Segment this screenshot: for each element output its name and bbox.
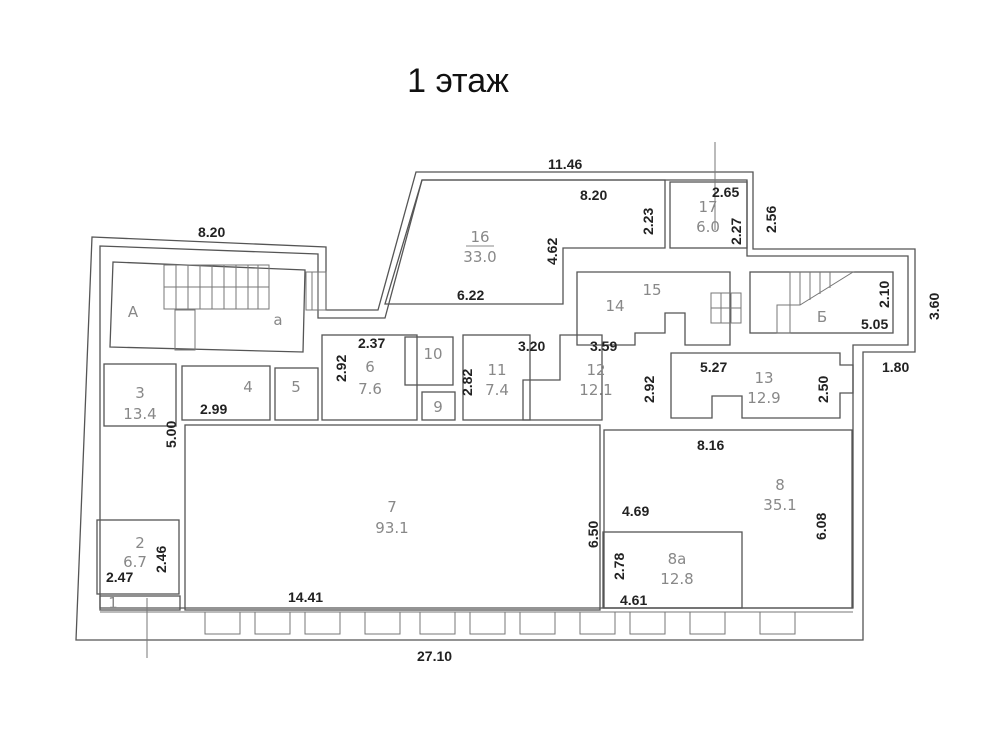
room-number: 14 <box>605 297 624 315</box>
room-17 <box>669 181 748 249</box>
dimension: 2.10 <box>876 281 892 308</box>
dimension: 4.69 <box>622 503 649 519</box>
dimension: 2.82 <box>459 369 475 396</box>
room-area: 12.9 <box>747 389 780 407</box>
room-area: 7.4 <box>485 381 509 399</box>
dimension: 4.62 <box>544 238 560 265</box>
room-area: 13.4 <box>123 405 156 423</box>
dimension: 2.47 <box>106 569 133 585</box>
stair-label: Б <box>817 308 827 326</box>
inner-wall <box>99 179 909 609</box>
room-area: 6.7 <box>123 553 147 571</box>
windows-bottom <box>100 142 853 658</box>
dimension: 8.16 <box>697 437 724 453</box>
dimension: 5.00 <box>163 421 179 448</box>
dimension: 2.92 <box>333 355 349 382</box>
room-area: 35.1 <box>763 496 796 514</box>
dimension: 3.60 <box>926 293 942 320</box>
room-number: 8 <box>775 476 785 494</box>
room-7 <box>184 424 601 611</box>
dimension: 2.99 <box>200 401 227 417</box>
dimension: 8.20 <box>580 187 607 203</box>
dimension: 27.10 <box>417 648 452 664</box>
dimension: 11.46 <box>548 156 582 172</box>
dimension: 5.05 <box>861 316 888 332</box>
dimension: 4.61 <box>620 592 647 608</box>
room-number: 13 <box>754 369 773 387</box>
room-area: 7.6 <box>358 380 382 398</box>
room-14-15 <box>576 271 731 346</box>
dimension: 2.65 <box>712 184 739 200</box>
room-number: 1 <box>108 594 118 612</box>
room-3 <box>103 363 177 427</box>
room-2 <box>96 519 180 595</box>
dimension: 2.56 <box>763 206 779 233</box>
dimension: 2.37 <box>358 335 385 351</box>
stair-label: А <box>128 303 139 321</box>
room-number: 7 <box>387 498 397 516</box>
room-number: 6 <box>365 358 375 376</box>
room-10 <box>404 336 454 386</box>
room-area: 12.1 <box>579 381 612 399</box>
dimension: 2.27 <box>728 218 744 245</box>
dimension: 2.46 <box>153 546 169 573</box>
room-12 <box>522 334 603 421</box>
room-area: 12.8 <box>660 570 693 588</box>
dimension: 2.78 <box>611 553 627 580</box>
room-number: 17 <box>698 198 717 216</box>
room-number: 4 <box>243 378 253 396</box>
room-area: 6.0 <box>696 218 720 236</box>
floor-title: 1 этаж <box>407 62 509 100</box>
dimension: 5.27 <box>700 359 727 375</box>
room-number: 5 <box>291 378 301 396</box>
dimension: 2.23 <box>640 208 656 235</box>
room-number: 3 <box>135 384 145 402</box>
room-area: 93.1 <box>375 519 408 537</box>
room-number: 16 <box>470 228 489 246</box>
room-number: 9 <box>433 398 443 416</box>
room-area: 33.0 <box>463 248 496 266</box>
dimension: 2.50 <box>815 376 831 403</box>
dimension: 6.22 <box>457 287 484 303</box>
room-number: 8а <box>668 550 687 568</box>
room-number: 12 <box>586 361 605 379</box>
room-16 <box>384 179 666 305</box>
stair-b-steps <box>710 271 855 334</box>
dimension: 8.20 <box>198 224 225 240</box>
room-number: 10 <box>423 345 442 363</box>
room-8a <box>602 531 743 609</box>
dimension: 6.08 <box>813 513 829 540</box>
room-labels: 16 33.0 17 6.0 А а 3 13.4 4 5 6 7.6 10 9… <box>108 198 827 612</box>
room-11 <box>462 334 531 421</box>
room-5 <box>274 367 319 421</box>
dimension: 2.92 <box>641 376 657 403</box>
room-number: 11 <box>487 361 506 379</box>
room-number: 15 <box>642 281 661 299</box>
room-6 <box>321 334 418 421</box>
room-9 <box>421 391 456 421</box>
dimension: 3.20 <box>518 338 545 354</box>
room-13 <box>670 352 854 419</box>
dimension-labels: 11.46 8.20 8.20 2.65 2.23 2.27 2.56 4.62… <box>106 156 942 664</box>
dimension: 1.80 <box>882 359 909 375</box>
dimension: 6.50 <box>585 521 601 548</box>
room-1 <box>99 595 181 611</box>
dimension: 3.59 <box>590 338 617 354</box>
room-4 <box>181 365 271 421</box>
room-number: 2 <box>135 534 145 552</box>
stair-a-block <box>109 261 306 353</box>
stair-label: а <box>273 311 282 329</box>
dimension: 14.41 <box>288 589 323 605</box>
stair-a-steps <box>163 264 327 351</box>
